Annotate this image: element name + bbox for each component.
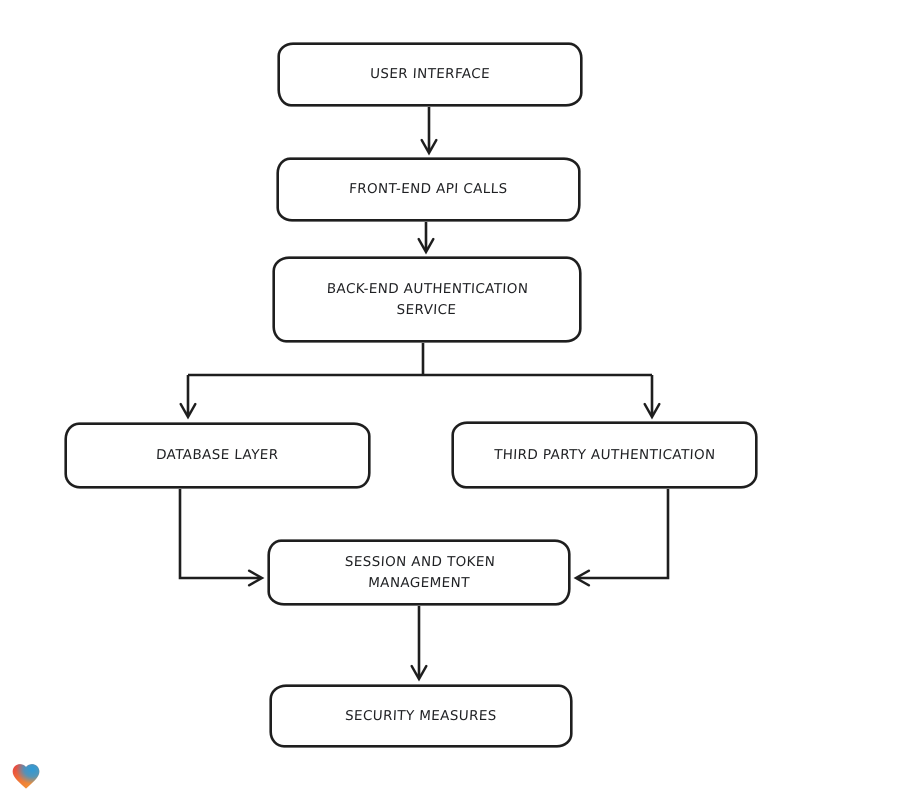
lovable-heart-logo[interactable] — [10, 760, 42, 791]
heart-icon — [12, 764, 40, 789]
node-third-party-authentication-label: THIRD PARTY AUTHENTICATION — [493, 446, 716, 463]
node-back-end-authentication-service-label: BACK-END AUTHENTICATION SERVICE — [326, 280, 529, 318]
node-user-interface[interactable]: USER INTERFACE — [278, 43, 582, 106]
node-security-measures[interactable]: SECURITY MEASURES — [270, 685, 572, 747]
edge-third-party-to-session-management — [573, 489, 670, 587]
node-database-layer-label: DATABASE LAYER — [155, 447, 280, 464]
node-security-measures-label: SECURITY MEASURES — [344, 707, 498, 724]
node-user-interface-label: USER INTERFACE — [369, 66, 491, 83]
node-database-layer[interactable]: DATABASE LAYER — [65, 423, 370, 488]
node-third-party-authentication[interactable]: THIRD PARTY AUTHENTICATION — [452, 422, 757, 488]
node-front-end-api-calls[interactable]: FRONT-END API CALLS — [277, 158, 580, 221]
edge-database-layer-to-session-management — [178, 489, 265, 587]
node-session-and-token-management-label: SESSION AND TOKEN MANAGEMENT — [343, 553, 496, 591]
node-back-end-authentication-service[interactable]: BACK-END AUTHENTICATION SERVICE — [273, 257, 581, 342]
edge-back-end-branch-trunk — [188, 343, 652, 377]
node-front-end-api-calls-label: FRONT-END API CALLS — [348, 181, 509, 198]
node-session-and-token-management[interactable]: SESSION AND TOKEN MANAGEMENT — [268, 540, 570, 605]
